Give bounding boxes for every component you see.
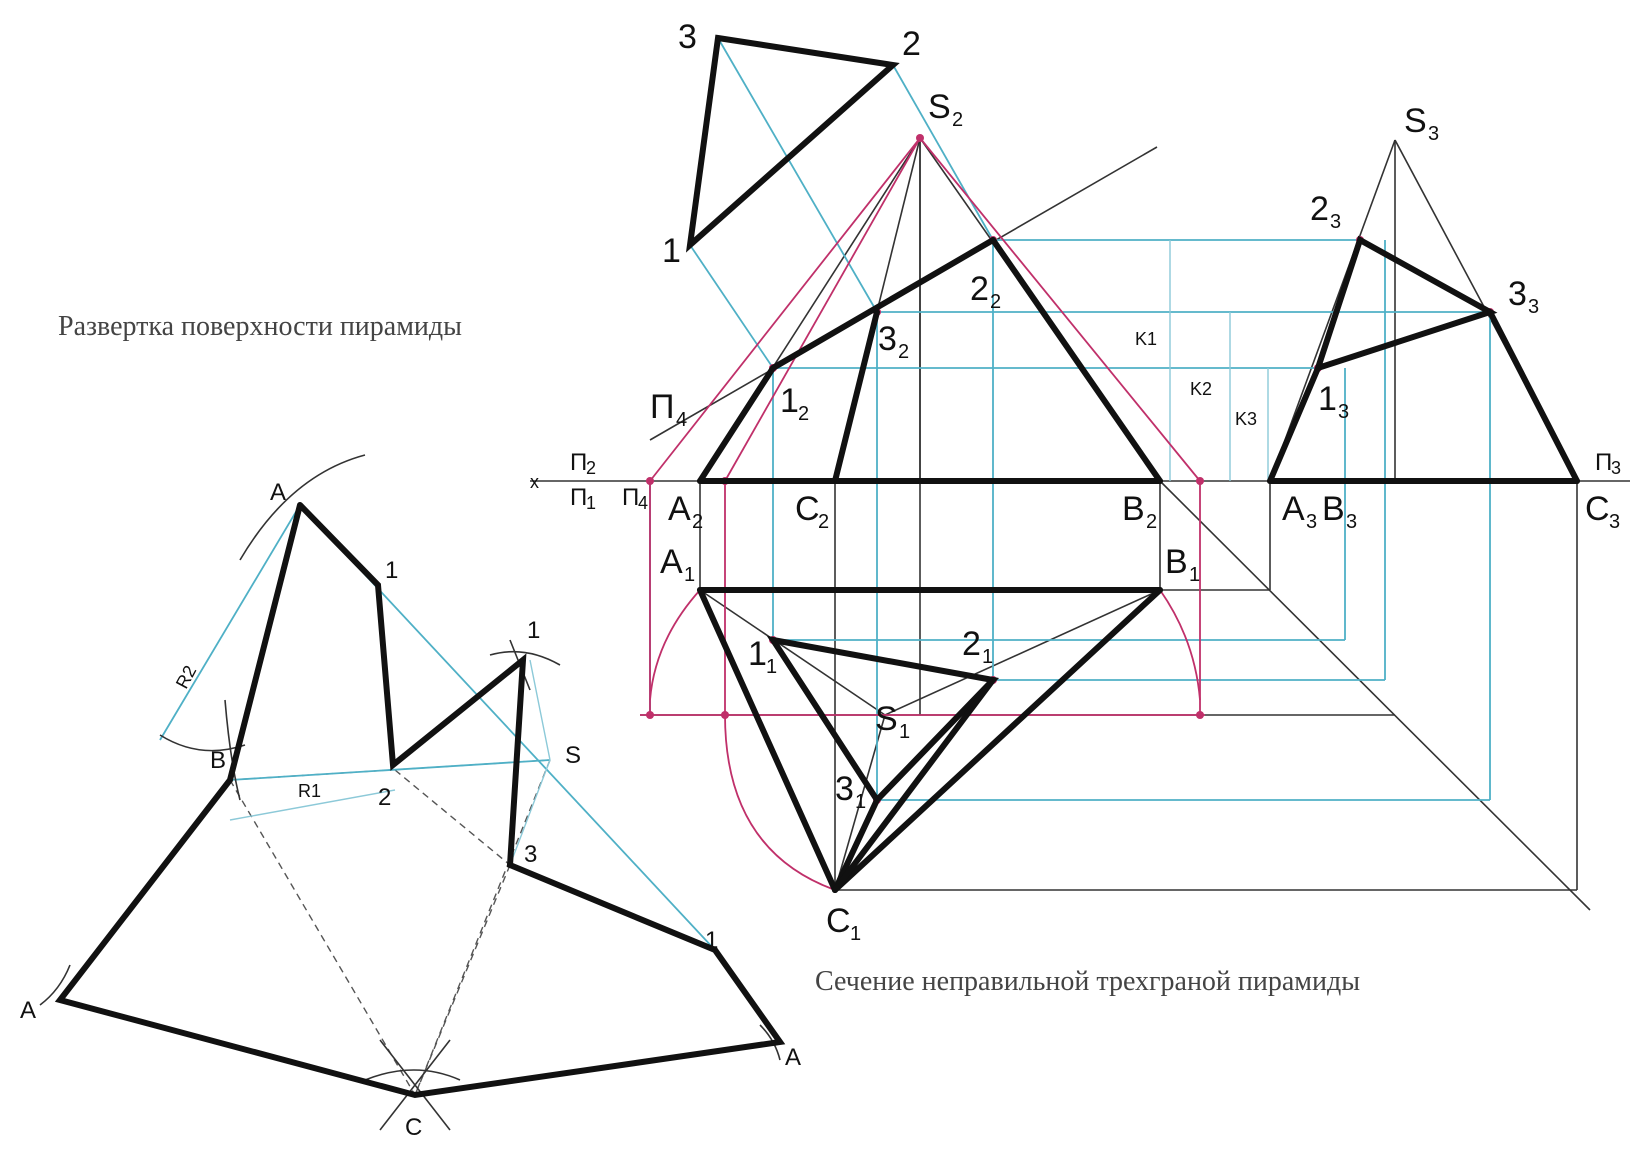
label-1-2-sub: 2 <box>798 403 809 425</box>
label-s2: S <box>928 88 951 126</box>
dev-label-r1: R1 <box>298 781 321 801</box>
label-a1-sub: 1 <box>684 564 695 586</box>
label-s1-sub: 1 <box>899 721 910 743</box>
visible-outlines <box>685 34 1580 893</box>
axis-pi4-sub: 4 <box>638 493 648 513</box>
label-1-3: 1 <box>1318 380 1337 418</box>
label-1-1: 1 <box>748 635 767 673</box>
label-b2-sub: 2 <box>1146 511 1157 533</box>
label-b1-sub: 1 <box>1189 564 1200 586</box>
dev-label-a-right: A <box>785 1044 801 1071</box>
dev-label-1-far: 1 <box>705 927 718 954</box>
label-2-3-sub: 3 <box>1330 211 1341 233</box>
label-c1: C <box>826 902 851 940</box>
label-a1: A <box>660 543 683 581</box>
label-c3-sub: 3 <box>1609 511 1620 533</box>
true-shape-point-1: 1 <box>662 232 681 270</box>
label-b3-sub: 3 <box>1346 511 1357 533</box>
label-2-2: 2 <box>970 270 989 308</box>
axis-pi1: П <box>570 484 587 511</box>
label-plane-p4: П <box>650 388 674 426</box>
true-shape-point-3: 3 <box>678 18 697 56</box>
label-k2: K2 <box>1190 379 1212 399</box>
axis-pi3-sub: 3 <box>1611 458 1621 478</box>
label-c1-sub: 1 <box>850 923 861 945</box>
label-3-2-sub: 2 <box>898 341 909 363</box>
section-caption: Сечение неправильной трехграной пирамиды <box>815 966 1360 997</box>
dev-label-r2: R2 <box>172 662 200 692</box>
label-a2: A <box>668 490 691 528</box>
label-a3-sub: 3 <box>1306 511 1317 533</box>
dev-label-c: C <box>405 1114 422 1141</box>
label-b2: B <box>1122 490 1145 528</box>
label-k3: K3 <box>1235 409 1257 429</box>
axis-pi3: П <box>1595 449 1612 476</box>
label-1-2: 1 <box>780 382 799 420</box>
label-a3: A <box>1282 490 1305 528</box>
label-3-3-sub: 3 <box>1528 296 1539 318</box>
label-a2-sub: 2 <box>692 511 703 533</box>
axis-pi4: П <box>622 484 639 511</box>
development-outline <box>54 502 786 1099</box>
label-1-1-sub: 1 <box>766 656 777 678</box>
dev-label-1-top: 1 <box>385 557 398 584</box>
true-shape-point-2: 2 <box>902 25 921 63</box>
rotation-construction <box>640 134 1494 891</box>
axis-x-label: x <box>530 472 539 492</box>
label-s1: S <box>875 700 898 738</box>
label-c2-sub: 2 <box>818 511 829 533</box>
label-s3-sub: 3 <box>1428 123 1439 145</box>
projection-lines <box>649 37 1491 801</box>
label-3-1: 3 <box>835 770 854 808</box>
dev-label-s: S <box>565 742 581 769</box>
label-k1: K1 <box>1135 329 1157 349</box>
label-2-2-sub: 2 <box>990 291 1001 313</box>
label-c2: C <box>795 490 820 528</box>
label-3-2: 3 <box>878 320 897 358</box>
development-caption: Развертка поверхности пирамиды <box>58 311 462 342</box>
axis-pi2: П <box>570 449 587 476</box>
label-b1: B <box>1165 543 1188 581</box>
label-plane-p4-sub: 4 <box>676 409 687 431</box>
label-3-1-sub: 1 <box>855 791 866 813</box>
label-s3: S <box>1404 102 1427 140</box>
dev-label-2: 2 <box>378 784 391 811</box>
dev-label-3: 3 <box>524 841 537 868</box>
label-b3: B <box>1322 490 1345 528</box>
label-3-3: 3 <box>1508 275 1527 313</box>
dev-label-a-top: A <box>270 479 286 506</box>
label-2-1: 2 <box>962 625 981 663</box>
label-1-3-sub: 3 <box>1338 401 1349 423</box>
label-s2-sub: 2 <box>952 109 963 131</box>
label-2-1-sub: 1 <box>982 646 993 668</box>
axis-pi2-sub: 2 <box>586 458 596 478</box>
label-c3: C <box>1585 490 1610 528</box>
axis-pi1-sub: 1 <box>586 493 596 513</box>
dev-label-a-left: A <box>20 997 36 1024</box>
label-2-3: 2 <box>1310 190 1329 228</box>
dev-label-1-right: 1 <box>527 617 540 644</box>
dev-label-b: B <box>210 747 226 774</box>
